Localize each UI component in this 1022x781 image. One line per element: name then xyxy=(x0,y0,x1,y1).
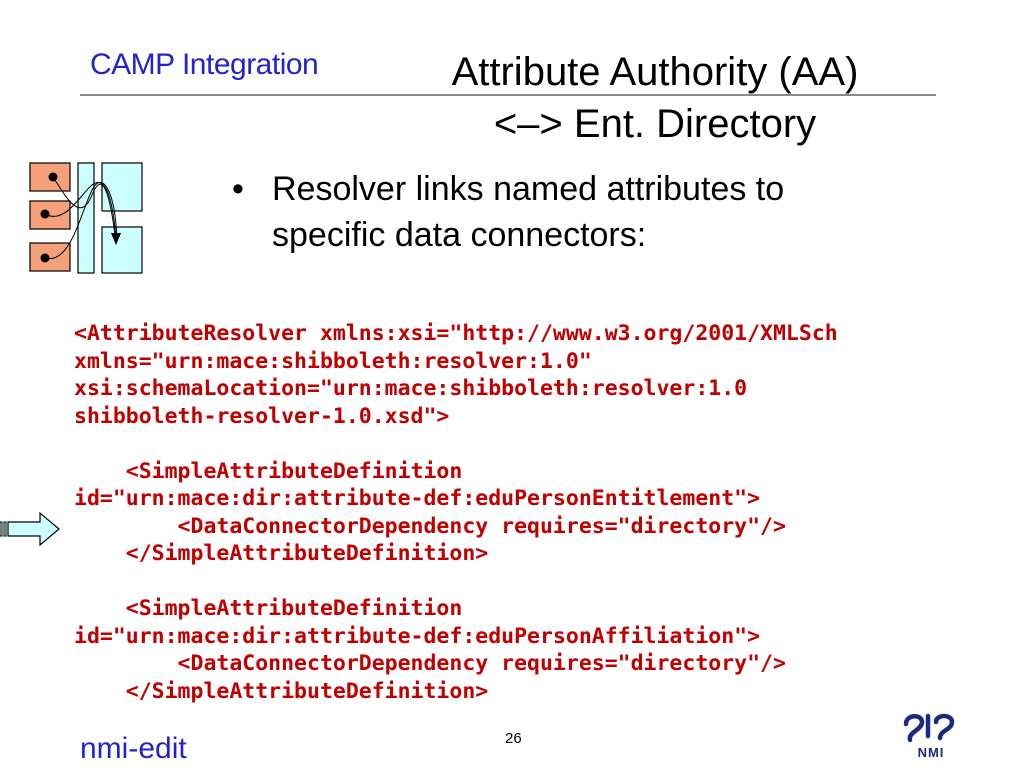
xml-code-block: <AttributeResolver xmlns:xsi="http://www… xyxy=(74,320,1022,705)
page-number: 26 xyxy=(505,730,522,747)
slide-title: Attribute Authority (AA) <–> Ent. Direct… xyxy=(390,46,920,150)
title-line-1: Attribute Authority (AA) xyxy=(451,50,859,94)
code-blank-line xyxy=(74,568,1022,596)
code-line: </SimpleAttributeDefinition> xyxy=(74,541,489,566)
code-blank-line xyxy=(74,430,1022,458)
code-line: id="urn:mace:dir:attribute-def:eduPerson… xyxy=(74,486,761,511)
code-line: shibboleth-resolver-1.0.xsd"> xyxy=(74,403,450,429)
code-line: <DataConnectorDependency requires="direc… xyxy=(74,513,786,539)
bullet-text: Resolver links named attributes to speci… xyxy=(272,170,785,254)
code-line: xsi:schemaLocation="urn:mace:shibboleth:… xyxy=(74,376,748,401)
code-line: <SimpleAttributeDefinition xyxy=(74,596,463,621)
bullet-marker: • xyxy=(232,170,244,208)
pointer-arrow-icon xyxy=(0,511,60,547)
code-line: xmlns="urn:mace:shibboleth:resolver:1.0" xyxy=(74,348,592,374)
title-line-2: <–> Ent. Directory xyxy=(493,102,817,146)
brand-label: CAMP Integration xyxy=(90,48,319,81)
nmi-logo-text: NMI xyxy=(917,745,945,760)
code-line: id="urn:mace:dir:attribute-def:eduPerson… xyxy=(74,623,761,649)
code-line: <DataConnectorDependency requires="direc… xyxy=(74,651,786,676)
footer-label: nmi-edit xyxy=(80,732,187,765)
nmi-logo-icon xyxy=(903,713,955,743)
code-line: </SimpleAttributeDefinition> xyxy=(74,678,489,704)
source-box-3 xyxy=(29,242,71,272)
header-divider xyxy=(80,94,936,96)
resolver-column xyxy=(77,162,95,274)
code-line: <SimpleAttributeDefinition xyxy=(74,458,463,484)
connector-box-2 xyxy=(101,226,143,274)
resolver-diagram-icon xyxy=(29,162,143,274)
source-box-2 xyxy=(29,200,71,230)
connector-box-1 xyxy=(101,162,143,212)
bullet-item: • Resolver links named attributes to spe… xyxy=(232,166,882,258)
code-line: <AttributeResolver xmlns:xsi="http://www… xyxy=(74,321,838,346)
